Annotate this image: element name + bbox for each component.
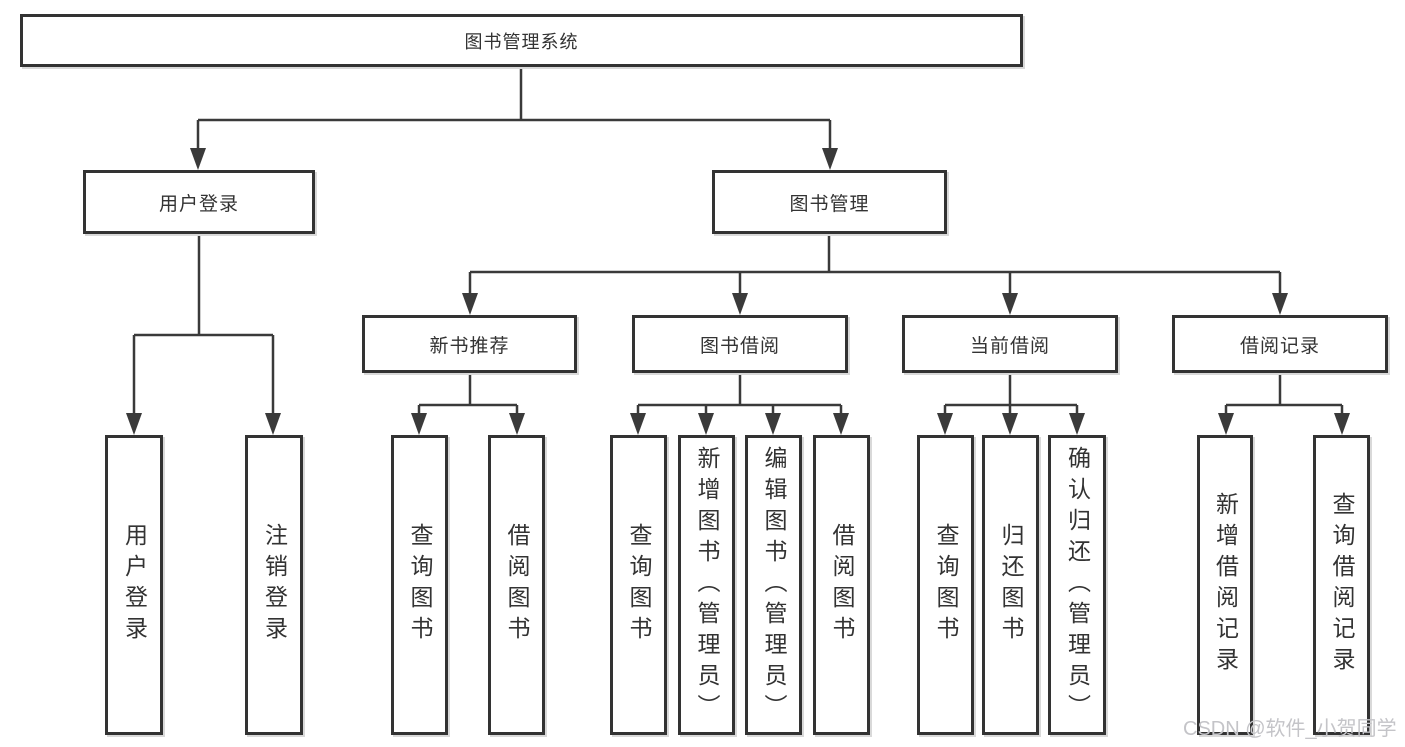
node-borrow-records: 借阅记录: [1172, 315, 1388, 373]
node-book-borrow: 图书借阅: [632, 315, 848, 373]
leaf-query-borrow-record: 查询借阅记录: [1313, 435, 1370, 735]
csdn-watermark: CSDN @软件_小贺同学: [1183, 718, 1397, 740]
leaf-borrow-books-recommend: 借阅图书: [488, 435, 545, 735]
leaf-return-book: 归还图书: [982, 435, 1039, 735]
connector-userlogin-to-leaves: [132, 234, 275, 415]
connector-newbook-to-leaves: [417, 373, 519, 415]
connector-borrow-to-leaves: [636, 373, 843, 415]
leaf-query-books-current: 查询图书: [917, 435, 974, 735]
connector-bookmgmt-to-level3: [468, 234, 1282, 295]
connector-root-to-level2: [196, 67, 832, 150]
node-user-login: 用户登录: [83, 170, 315, 234]
leaf-edit-book-admin: 编辑图书（管理员）: [745, 435, 802, 735]
node-new-book-recommend: 新书推荐: [362, 315, 577, 373]
connector-current-to-leaves: [943, 373, 1079, 415]
connector-records-to-leaves: [1224, 373, 1344, 415]
leaf-add-borrow-record: 新增借阅记录: [1197, 435, 1253, 735]
arrowheads: [126, 148, 1350, 435]
node-book-management: 图书管理: [712, 170, 947, 234]
leaf-add-book-admin: 新增图书（管理员）: [678, 435, 735, 735]
leaf-borrow-books: 借阅图书: [813, 435, 870, 735]
leaf-user-login: 用户登录: [105, 435, 163, 735]
leaf-query-books-borrow: 查询图书: [610, 435, 667, 735]
leaf-logout: 注销登录: [245, 435, 303, 735]
node-current-borrow: 当前借阅: [902, 315, 1118, 373]
node-root-system: 图书管理系统: [20, 14, 1023, 67]
leaf-query-books-recommend: 查询图书: [391, 435, 448, 735]
leaf-confirm-return-admin: 确认归还（管理员）: [1048, 435, 1106, 735]
